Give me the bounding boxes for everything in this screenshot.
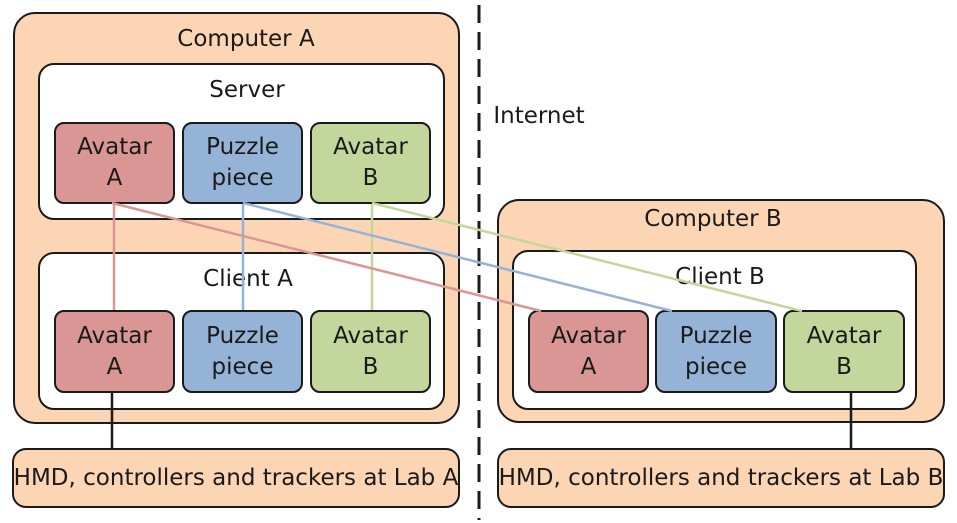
client-b-title: Client B: [675, 264, 765, 290]
server-puzzle-piece-box: Puzzle piece: [182, 122, 303, 204]
client-a-puzzle-line2: piece: [211, 353, 274, 380]
client-b-avatar-b-box: Avatar B: [783, 310, 905, 393]
lab-b-hardware-box: HMD, controllers and trackers at Lab B: [497, 448, 945, 508]
client-a-avatar-b-line1: Avatar: [333, 322, 408, 349]
client-a-puzzle-piece-box: Puzzle piece: [182, 310, 303, 393]
computer-b-title: Computer B: [644, 206, 782, 232]
server-avatar-a-box: Avatar A: [54, 122, 175, 204]
server-avatar-a-line1: Avatar: [77, 134, 152, 160]
server-title: Server: [209, 77, 285, 103]
server-avatar-a-line2: A: [106, 165, 123, 191]
client-a-avatar-b-line2: B: [362, 353, 379, 380]
client-b-puzzle-line1: Puzzle: [679, 322, 753, 349]
client-a-title: Client A: [203, 266, 293, 292]
client-b-avatar-a-box: Avatar A: [528, 310, 649, 393]
client-a-avatar-b-box: Avatar B: [310, 310, 431, 393]
server-puzzle-line1: Puzzle: [206, 134, 279, 160]
lab-a-hardware-box: HMD, controllers and trackers at Lab A: [12, 448, 460, 508]
client-b-puzzle-piece-box: Puzzle piece: [655, 310, 777, 393]
client-a-avatar-a-box: Avatar A: [54, 310, 175, 393]
client-b-avatar-b-line1: Avatar: [806, 322, 882, 349]
server-avatar-b-line2: B: [362, 165, 379, 191]
server-avatar-b-box: Avatar B: [310, 122, 431, 204]
server-avatar-b-line1: Avatar: [333, 134, 408, 160]
client-b-puzzle-line2: piece: [685, 353, 747, 380]
client-b-avatar-b-line2: B: [836, 353, 852, 380]
client-b-avatar-a-line1: Avatar: [551, 322, 626, 349]
internet-label: Internet: [493, 103, 585, 129]
client-b-avatar-a-line2: A: [580, 353, 597, 380]
client-a-avatar-a-line2: A: [106, 353, 123, 380]
computer-a-title: Computer A: [177, 26, 315, 52]
client-a-avatar-a-line1: Avatar: [77, 322, 152, 349]
server-puzzle-line2: piece: [211, 165, 274, 191]
client-a-puzzle-line1: Puzzle: [206, 322, 279, 349]
